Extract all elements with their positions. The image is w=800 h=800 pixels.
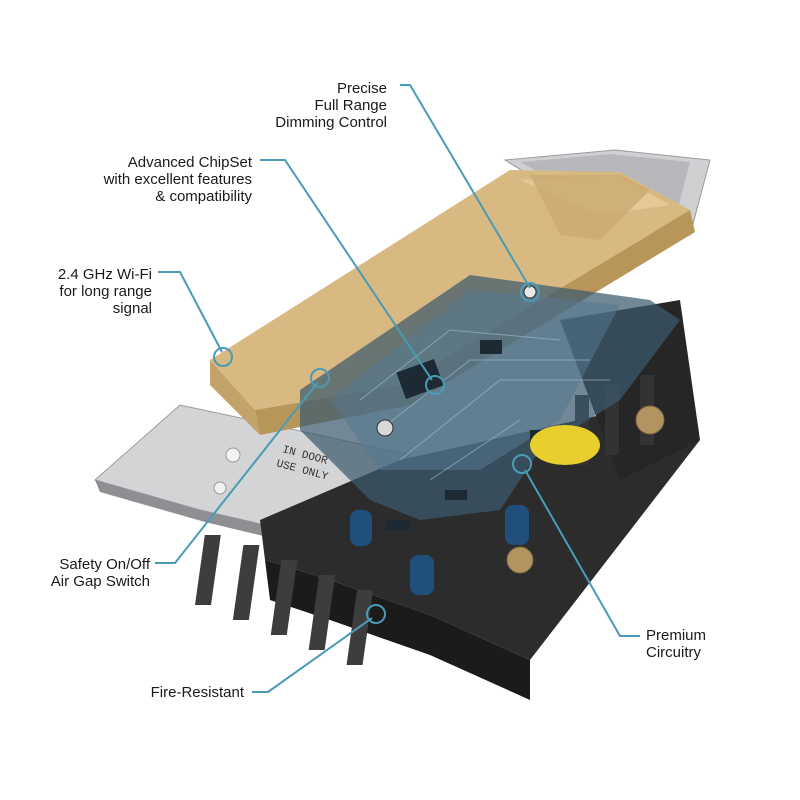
callout-wifi-line3: signal: [112, 300, 152, 317]
callout-fire-line1: Fire-Resistant: [150, 684, 244, 701]
callout-circuitry-line1: Premium: [646, 627, 707, 644]
callout-wifi-label: 2.4 GHz Wi-Fi for long range signal: [58, 266, 152, 317]
callout-dimming-line1: Precise: [336, 80, 387, 97]
callout-airgap-line: [155, 368, 330, 564]
callout-dimming-line3: Dimming Control: [275, 114, 387, 131]
callout-chipset-label: Advanced ChipSet with excellent features…: [104, 154, 252, 205]
callout-fire-line: [252, 604, 386, 693]
callout-chipset-line: [260, 159, 445, 395]
callout-chipset-line2: with excellent features: [103, 171, 252, 188]
callout-circuitry-line: [512, 454, 640, 637]
capacitors: [350, 505, 529, 595]
callout-fire-label: Fire-Resistant: [151, 684, 244, 701]
callout-airgap-line2: Air Gap Switch: [50, 573, 150, 590]
callout-airgap-label: Safety On/Off Air Gap Switch: [51, 556, 150, 590]
callout-airgap-line1: Safety On/Off: [59, 556, 150, 573]
callout-chipset-line3: & compatibility: [155, 188, 252, 205]
callout-dimming-label: Precise Full Range Dimming Control: [275, 80, 387, 131]
callout-wifi-line1: 2.4 GHz Wi-Fi: [57, 266, 152, 283]
callout-chipset-line1: Advanced ChipSet: [127, 154, 252, 171]
callout-circuitry-label: Premium Circuitry: [646, 627, 706, 661]
callout-circuitry-line2: Circuitry: [646, 644, 701, 661]
callout-dimming-line2: Full Range: [314, 97, 387, 114]
callout-dimming-line: [400, 84, 540, 302]
callout-wifi-line: [158, 271, 233, 367]
callout-wifi-line2: for long range: [59, 283, 152, 300]
circuit-board: [300, 275, 680, 530]
